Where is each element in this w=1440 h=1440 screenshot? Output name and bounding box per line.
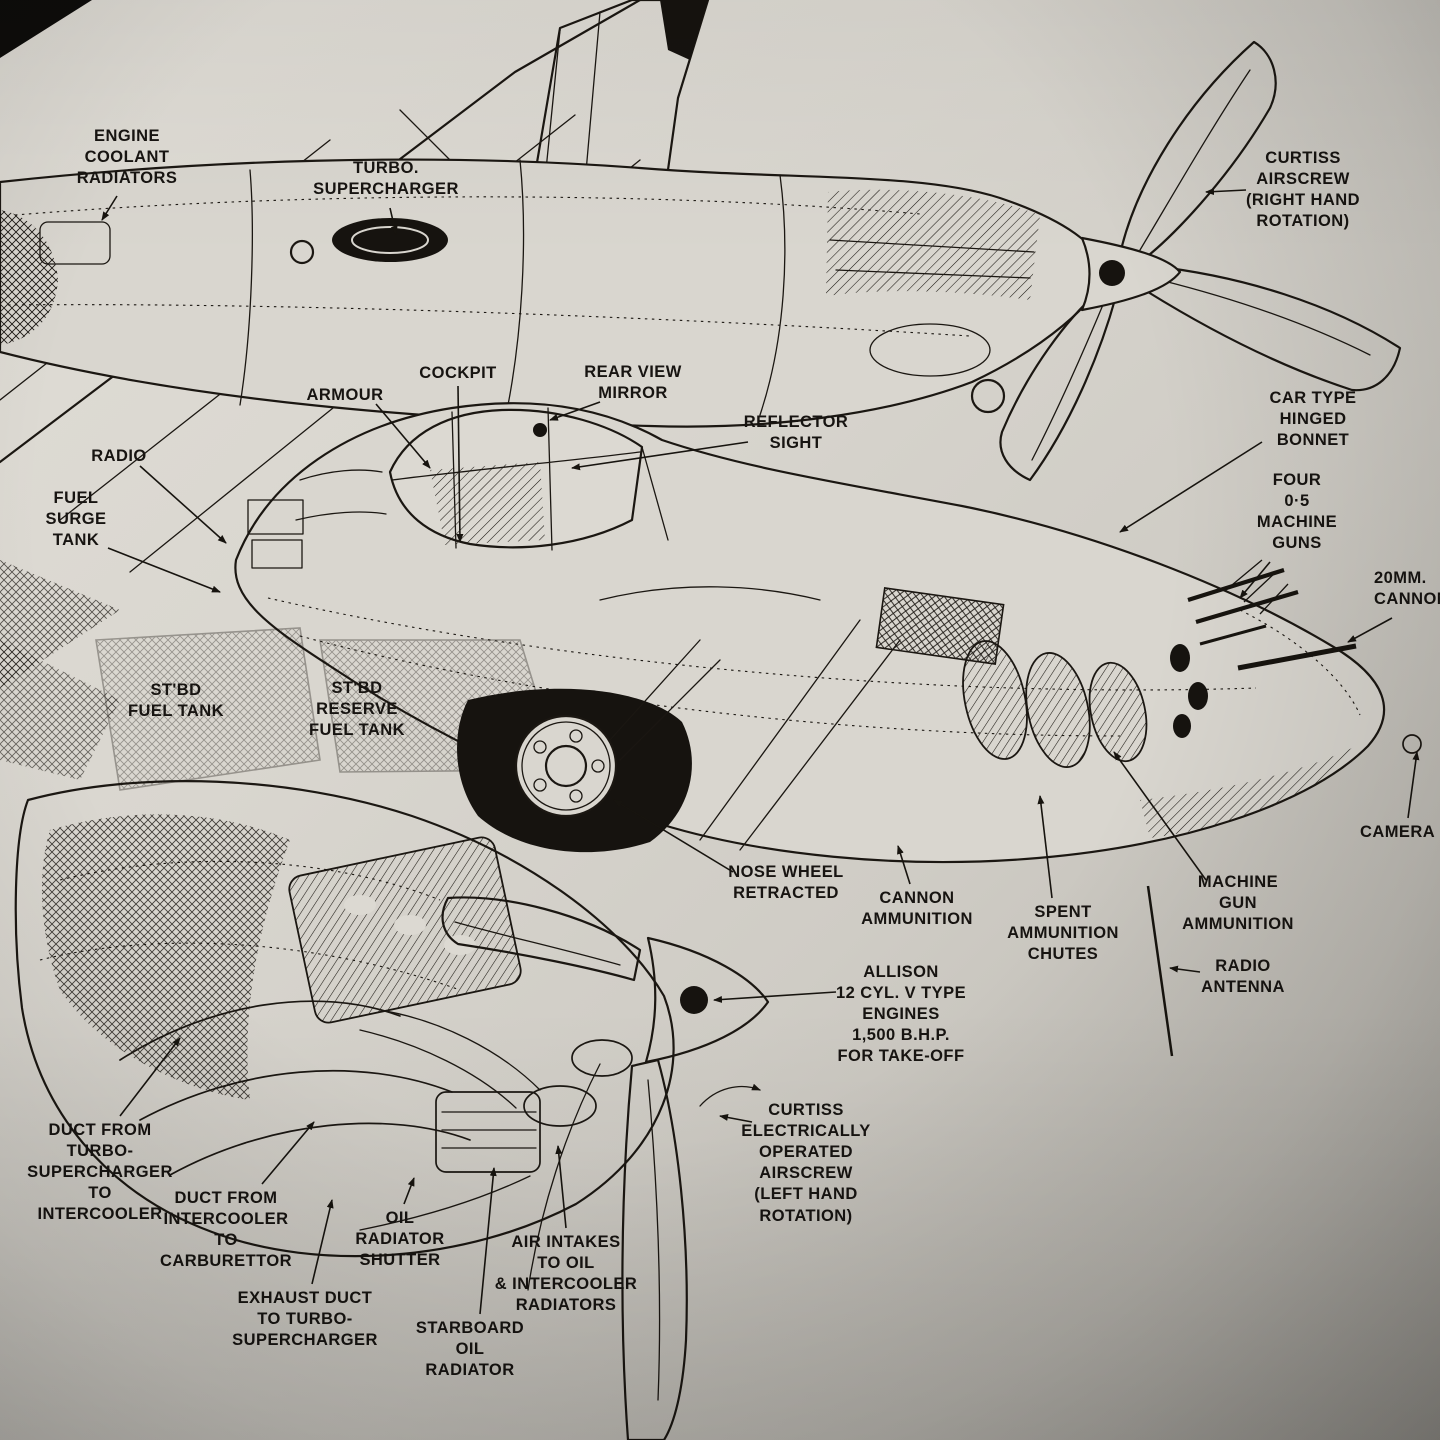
right-boom — [0, 158, 1108, 428]
part-label-cockpit: COCKPIT — [419, 364, 497, 382]
part-label-radio: RADIO — [91, 447, 147, 465]
part-label-curtiss-airscrew-right: CURTISS AIRSCREW (RIGHT HAND ROTATION) — [1245, 149, 1361, 231]
part-label-camera: CAMERA — [1360, 823, 1436, 841]
leader-line-duct-turbo-to-intercooler — [119, 1037, 181, 1117]
part-label-engine-coolant-radiators: ENGINE COOLANT RADIATORS — [76, 127, 178, 188]
leader-line-rear-view-mirror — [549, 401, 601, 421]
part-label-air-intakes-to-radiators: AIR INTAKES TO OIL & INTERCOOLER RADIATO… — [494, 1233, 638, 1315]
part-label-stbd-fuel-tank: ST'BD FUEL TANK — [127, 681, 225, 721]
leader-line-oil-radiator-shutter — [403, 1177, 415, 1205]
leader-line-machine-gun-ammunition — [1113, 751, 1207, 881]
right-propeller — [999, 40, 1402, 482]
part-label-rear-view-mirror: REAR VIEW MIRROR — [584, 363, 682, 403]
leader-line-starboard-oil-radiator — [479, 1167, 497, 1315]
part-label-oil-radiator-shutter: OIL RADIATOR SHUTTER — [355, 1209, 445, 1270]
left-propeller — [441, 896, 770, 1440]
part-label-car-type-hinged-bonnet: CAR TYPE HINGED BONNET — [1269, 389, 1357, 450]
leader-line-cannon-ammunition — [897, 845, 911, 885]
part-label-armour: ARMOUR — [306, 386, 384, 404]
leader-line-air-intakes-to-radiators — [555, 1145, 567, 1229]
leader-line-four-machine-guns — [1239, 561, 1271, 599]
leader-line-reflector-sight — [571, 441, 749, 471]
leader-line-curtiss-airscrew-left — [719, 1114, 753, 1123]
leader-line-engine-coolant-radiators — [101, 195, 118, 221]
part-label-allison-engines: ALLISON 12 CYL. V TYPE ENGINES 1,500 B.H… — [835, 963, 967, 1066]
leader-line-turbo-supercharger — [389, 207, 398, 235]
part-label-stbd-reserve-fuel-tank: ST'BD RESERVE FUEL TANK — [308, 679, 406, 740]
part-label-cannon-20mm: 20MM. CANNON — [1374, 569, 1440, 609]
leader-line-camera — [1407, 751, 1420, 819]
leader-line-curtiss-airscrew-right — [1205, 188, 1247, 196]
part-label-turbo-supercharger: TURBO. SUPERCHARGER — [313, 159, 459, 199]
part-label-four-machine-guns: FOUR 0·5 MACHINE GUNS — [1256, 471, 1338, 553]
leader-lines — [101, 188, 1420, 1315]
leader-line-radio — [139, 465, 227, 544]
leader-line-car-type-hinged-bonnet — [1119, 441, 1263, 533]
leader-line-fuel-surge-tank — [107, 547, 221, 593]
part-label-curtiss-airscrew-left: CURTISS ELECTRICALLY OPERATED AIRSCREW (… — [741, 1101, 871, 1225]
photo-corner-shadow — [0, 0, 92, 58]
leader-line-allison-engines — [713, 991, 837, 1003]
left-nacelle — [14, 780, 675, 1258]
part-label-duct-intercooler-to-carburettor: DUCT FROM INTERCOOLER TO CARBURETTOR — [159, 1189, 293, 1271]
leader-line-radio-antenna — [1169, 965, 1201, 973]
part-label-cannon-ammunition: CANNON AMMUNITION — [861, 889, 973, 929]
part-label-spent-ammunition-chutes: SPENT AMMUNITION CHUTES — [1007, 903, 1119, 964]
part-label-exhaust-duct-to-turbo-supercharger: EXHAUST DUCT TO TURBO- SUPERCHARGER — [232, 1289, 378, 1350]
part-label-fuel-surge-tank: FUEL SURGE TANK — [45, 489, 107, 550]
leader-line-duct-intercooler-to-carburettor — [261, 1121, 315, 1185]
leader-line-exhaust-duct-to-turbo-supercharger — [311, 1199, 334, 1285]
leader-line-cockpit — [456, 385, 464, 543]
leader-line-nose-wheel-retracted — [613, 799, 734, 873]
leader-line-spent-ammunition-chutes — [1037, 795, 1053, 899]
part-label-reflector-sight: REFLECTOR SIGHT — [743, 413, 849, 453]
leader-line-armour — [375, 403, 431, 469]
part-label-duct-turbo-to-intercooler: DUCT FROM TURBO- SUPERCHARGER TO INTERCO… — [27, 1121, 173, 1224]
leader-line-cannon-20mm — [1347, 617, 1393, 643]
part-label-radio-antenna: RADIO ANTENNA — [1201, 957, 1285, 997]
part-label-nose-wheel-retracted: NOSE WHEEL RETRACTED — [728, 863, 844, 903]
part-label-starboard-oil-radiator: STARBOARD OIL RADIATOR — [415, 1319, 525, 1380]
part-label-machine-gun-ammunition: MACHINE GUN AMMUNITION — [1182, 873, 1294, 934]
